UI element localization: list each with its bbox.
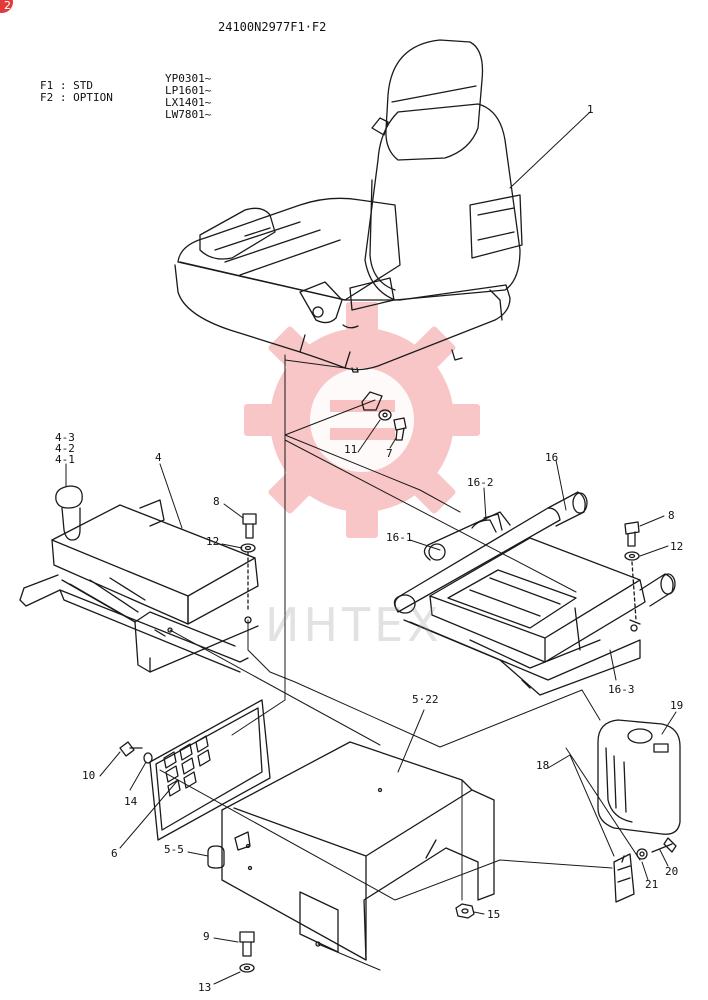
callout-10: 10	[82, 769, 96, 782]
leader-lines	[65, 111, 677, 985]
callout-9: 9	[203, 930, 210, 943]
variant-f2: F2 : OPTION	[40, 91, 113, 104]
callout-12-right: 12	[670, 540, 684, 553]
callout-11: 11	[344, 443, 358, 456]
callout-1: 1	[587, 103, 594, 116]
callout-4-3: 4-3	[55, 431, 75, 444]
callout-8-right: 8	[668, 509, 675, 522]
callout-21: 21	[645, 878, 659, 891]
left-bracket-assembly	[19, 485, 259, 673]
callout-16: 16	[545, 451, 559, 464]
page-badge: 2	[0, 0, 13, 13]
drawing-number: 24100N2977F1·F2	[218, 20, 327, 34]
suspension-assembly	[393, 491, 676, 696]
callout-5-22: 5·22	[412, 693, 439, 706]
fasteners	[119, 409, 640, 973]
serial-yp: YP0301~	[165, 72, 212, 85]
variant-f1: F1 : STD	[40, 79, 93, 92]
seat-assembly	[174, 39, 523, 411]
callout-8-left: 8	[213, 495, 220, 508]
callout-15: 15	[487, 908, 501, 921]
callout-19: 19	[670, 699, 684, 712]
callout-16-3: 16-3	[608, 683, 635, 696]
callout-20: 20	[665, 865, 679, 878]
callout-12-left: 12	[206, 535, 220, 548]
washer-tank	[597, 719, 681, 903]
serial-lp: LP1601~	[165, 84, 212, 97]
callout-13: 13	[198, 981, 212, 994]
panel-plate	[149, 699, 271, 841]
callout-14: 14	[124, 795, 138, 808]
assembly-lines	[159, 354, 613, 971]
callout-4: 4	[155, 451, 162, 464]
callout-5-5: 5-5	[164, 843, 184, 856]
callout-7: 7	[386, 447, 393, 460]
callout-18: 18	[536, 759, 550, 772]
callout-6: 6	[111, 847, 118, 860]
callout-16-1: 16-1	[386, 531, 413, 544]
base-frame	[207, 741, 495, 961]
watermark-text: ИНТЕХ	[265, 598, 443, 652]
callout-16-2: 16-2	[467, 476, 494, 489]
serial-lx: LX1401~	[165, 96, 212, 109]
callout-4-2: 4-2	[55, 442, 75, 455]
callout-4-1: 4-1	[55, 453, 75, 466]
serial-lw: LW7801~	[165, 108, 212, 121]
